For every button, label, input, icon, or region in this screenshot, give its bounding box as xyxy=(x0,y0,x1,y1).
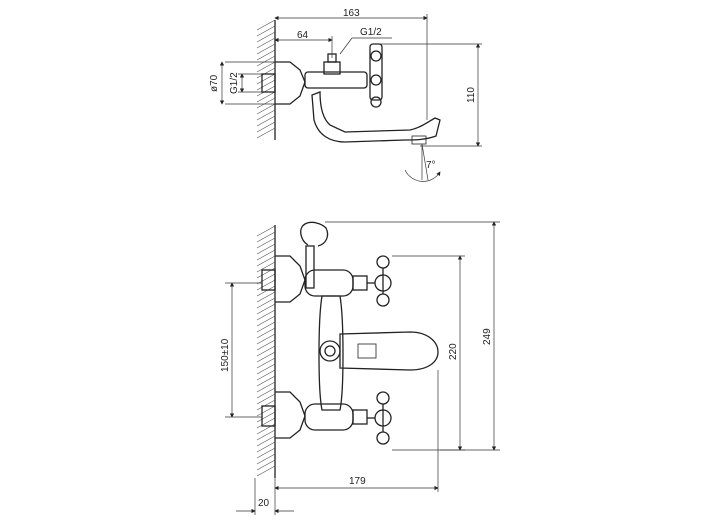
side-inlet-nut xyxy=(261,73,276,93)
shower-hook xyxy=(300,221,329,247)
side-wall-hatch xyxy=(256,19,276,140)
side-handle xyxy=(369,43,383,101)
side-spout xyxy=(311,91,441,143)
dim-center-distance: 150±10 xyxy=(220,338,231,372)
side-handle-knob-top xyxy=(370,50,382,62)
dim-projection: 179 xyxy=(349,476,366,487)
dim-spout-height: 220 xyxy=(448,343,459,360)
side-flange xyxy=(275,61,306,105)
front-top-valve-body xyxy=(304,269,354,297)
front-flange-bottom xyxy=(275,391,306,439)
front-bottom-valve-nut xyxy=(352,409,368,425)
front-spout xyxy=(339,331,439,371)
front-inlet-top xyxy=(261,269,276,291)
wall-hatch xyxy=(256,19,276,139)
side-body xyxy=(304,71,368,89)
thread-inlet-label: G1/2 xyxy=(229,72,240,94)
diverter-core xyxy=(324,345,336,357)
diverter-knob xyxy=(319,340,341,362)
front-top-valve-nut xyxy=(352,275,368,291)
dim-total-depth: 163 xyxy=(343,8,360,19)
spout-detail xyxy=(357,343,377,359)
top-cross-handle xyxy=(367,255,392,307)
spout-angle-label: 7° xyxy=(426,160,436,171)
front-bottom-valve-body xyxy=(304,403,354,431)
wall-hatch xyxy=(256,225,276,477)
side-view: 7° 163 64 G1/2 ø70 G1/2 110 xyxy=(209,8,482,182)
thread-top-label: G1/2 xyxy=(360,27,382,38)
side-aerator xyxy=(411,135,427,145)
dim-overall-height: 249 xyxy=(482,328,493,345)
dim-inlet-offset: 64 xyxy=(297,30,309,41)
front-view: 150±10 220 249 179 20 xyxy=(220,221,500,515)
dim-flange-diameter: ø70 xyxy=(209,74,220,92)
dim-height: 110 xyxy=(466,87,477,103)
front-flange-top xyxy=(275,255,306,303)
side-handle-knob-bot xyxy=(370,96,382,108)
side-handle-knob-mid xyxy=(370,74,382,86)
front-central-body xyxy=(318,295,344,411)
bottom-cross-handle xyxy=(367,391,392,445)
hook-stem xyxy=(305,245,315,289)
front-inlet-bottom xyxy=(261,405,276,427)
dim-wall: 20 xyxy=(258,498,270,509)
